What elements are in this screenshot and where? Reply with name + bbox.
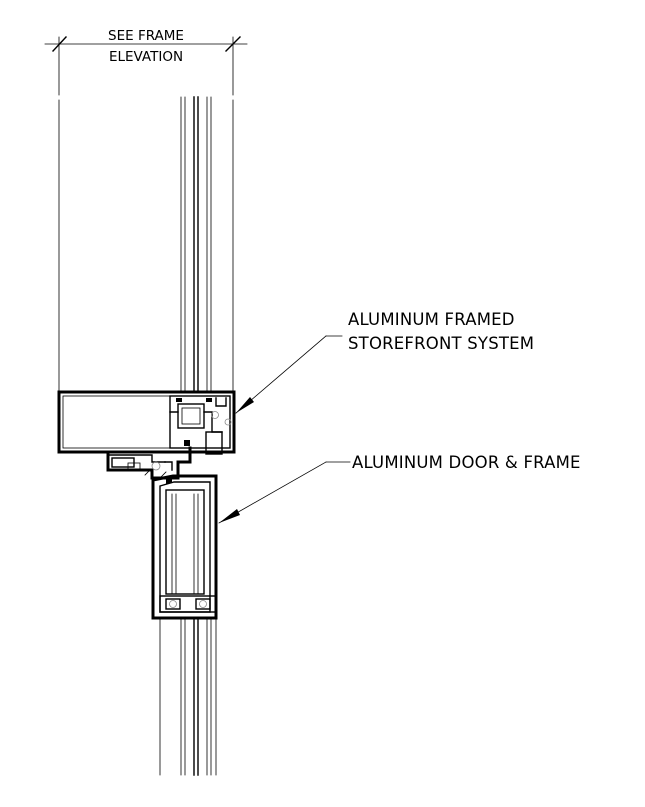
setting-block [184,440,190,446]
door-callout: ALUMINUM DOOR & FRAME [218,453,581,524]
header-stop [164,461,173,471]
fastener-screw [224,418,232,426]
fastener-screw [211,411,219,419]
header-fastener [151,461,161,471]
door-glass-pocket [165,489,205,595]
frame-dimension: SEE FRAME ELEVATION [44,28,248,96]
lower-glass [159,617,217,776]
dimension-text-line2: ELEVATION [109,49,183,65]
storefront-label-line1: ALUMINUM FRAMED [348,310,515,329]
upper-glass [180,96,212,393]
door-stile-inner [159,481,211,613]
dimension-text-line1: SEE FRAME [108,28,184,44]
door-fastener [169,600,177,608]
pocket-chamber-inner [181,407,201,425]
opening-outline [58,99,234,393]
glazing-gasket [206,398,212,402]
pocket-chamber [177,403,205,429]
storefront-frame-member [57,390,236,455]
door-stile-outline [151,474,218,620]
door-label: ALUMINUM DOOR & FRAME [352,453,581,472]
header-slot [127,462,141,471]
frame-outline [57,390,236,454]
storefront-callout: ALUMINUM FRAMED STOREFRONT SYSTEM [235,310,534,414]
door-fastener [199,600,207,608]
storefront-label-line2: STOREFRONT SYSTEM [348,334,534,353]
frame-profile-stub [205,431,223,455]
door-weatherstrip [166,476,172,484]
door-rail-chamber [165,598,181,610]
door-leaf [151,474,218,620]
door-rail [159,595,217,613]
door-leader-arrow [219,509,240,523]
door-rail-chamber [195,598,211,610]
header-chamber [111,457,135,468]
header-profile-detail [107,454,166,463]
frame-inner-outline [62,395,231,449]
dimension-tick-left [52,36,67,52]
storefront-leader-arrow [236,397,254,413]
glazing-gasket [176,398,182,402]
frame-profile-detail [215,397,227,407]
pocket-outline [169,395,231,449]
